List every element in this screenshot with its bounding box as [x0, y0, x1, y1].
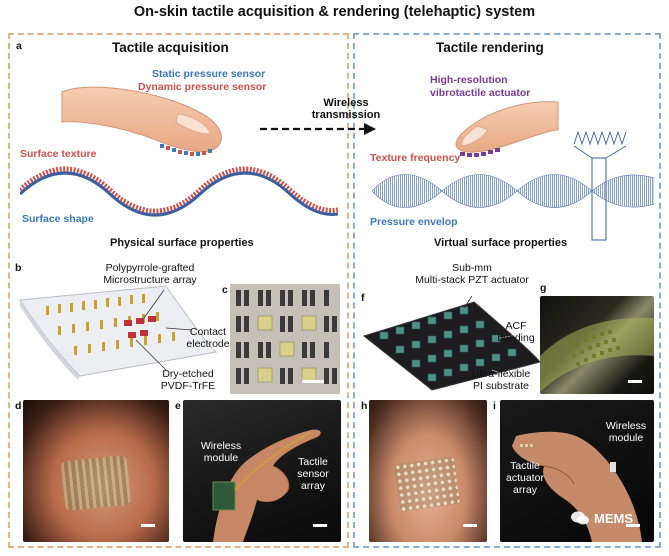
scale-bar [463, 524, 477, 527]
virtual-properties-label: Virtual surface properties [434, 237, 568, 249]
finger-left-illustration [61, 86, 222, 156]
finger-actuator-photo [369, 400, 487, 542]
actuator-patch [393, 456, 461, 512]
panel-label-c: c [222, 284, 228, 296]
panel-label-h: h [361, 400, 368, 412]
tactile-actuator-label: Tactile actuator array [506, 460, 544, 496]
panel-label-a: a [16, 40, 22, 52]
actuator-array-illustration [362, 296, 541, 391]
actuator-dots [460, 148, 500, 157]
acf-bonding-label: ACF bonding [497, 320, 535, 344]
transmission-label: Wireless transmission [311, 97, 381, 121]
panel-label-e: e [175, 400, 181, 412]
surface-shape-label: Surface shape [22, 213, 94, 225]
scale-bar [626, 524, 640, 527]
pvdf-label: Dry-etched PVDF-TrFE [160, 368, 216, 392]
surface-wave-left [20, 166, 338, 217]
static-sensor-label: Static pressure sensor [152, 68, 266, 80]
actuator-film-photo [540, 296, 654, 394]
texture-frequency-label: Texture frequency [370, 152, 461, 164]
sensor-micrograph [230, 284, 340, 394]
wireless-module-label-e: Wireless module [200, 440, 242, 464]
pressure-envelop-label: Pressure envelop [370, 216, 458, 228]
wechat-icon [571, 511, 589, 525]
scale-bar [141, 524, 155, 527]
film-grid [540, 317, 654, 392]
actuator-label: High-resolution vibrotactile actuator [430, 74, 531, 99]
physical-properties-label: Physical surface properties [110, 237, 254, 249]
tactile-sensor-label: Tactile sensor array [297, 456, 329, 492]
wireless-module-label-i: Wireless module [605, 420, 647, 444]
finger-right-illustration [455, 101, 559, 157]
acquisition-heading: Tactile acquisition [112, 40, 229, 55]
dynamic-sensor-label: Dynamic pressure sensor [138, 81, 267, 93]
rendering-heading: Tactile rendering [436, 40, 544, 55]
pi-substrate-label: Ultra-flexible PI substrate [471, 368, 531, 392]
sensor-patch [60, 454, 132, 512]
transmission-arrow [260, 123, 376, 135]
micrograph-grid [230, 284, 340, 394]
watermark-text: MEMS [594, 510, 633, 526]
finger-sensor-photo [23, 400, 169, 542]
rendering-panel [353, 33, 661, 548]
panel-label-d: d [15, 400, 22, 412]
contact-electrode-label: Contact electrode [186, 326, 230, 350]
panel-label-i: i [493, 400, 496, 412]
scale-bar [313, 524, 327, 527]
microstructure-label: Polypyrrole-grafted Microstructure array [103, 262, 197, 286]
acquisition-panel [8, 33, 349, 548]
hand-silhouette [212, 429, 321, 542]
watermark: MEMS [570, 510, 633, 526]
sensor-dots [160, 144, 212, 156]
panel-label-b: b [15, 262, 22, 274]
hand-silhouette-right [512, 431, 642, 542]
sensor-array-illustration [19, 285, 218, 380]
panel-label-f: f [361, 292, 365, 304]
panel-label-g: g [540, 282, 547, 294]
figure-title: On-skin tactile acquisition & rendering … [133, 4, 536, 20]
pzt-actuator-label: Sub-mm Multi-stack PZT actuator [415, 262, 529, 286]
scale-bar [628, 380, 642, 383]
hand-sensor-photo [183, 400, 341, 542]
pressure-waveform [372, 174, 654, 208]
scale-bar [302, 380, 324, 383]
surface-texture-label: Surface texture [20, 148, 97, 160]
